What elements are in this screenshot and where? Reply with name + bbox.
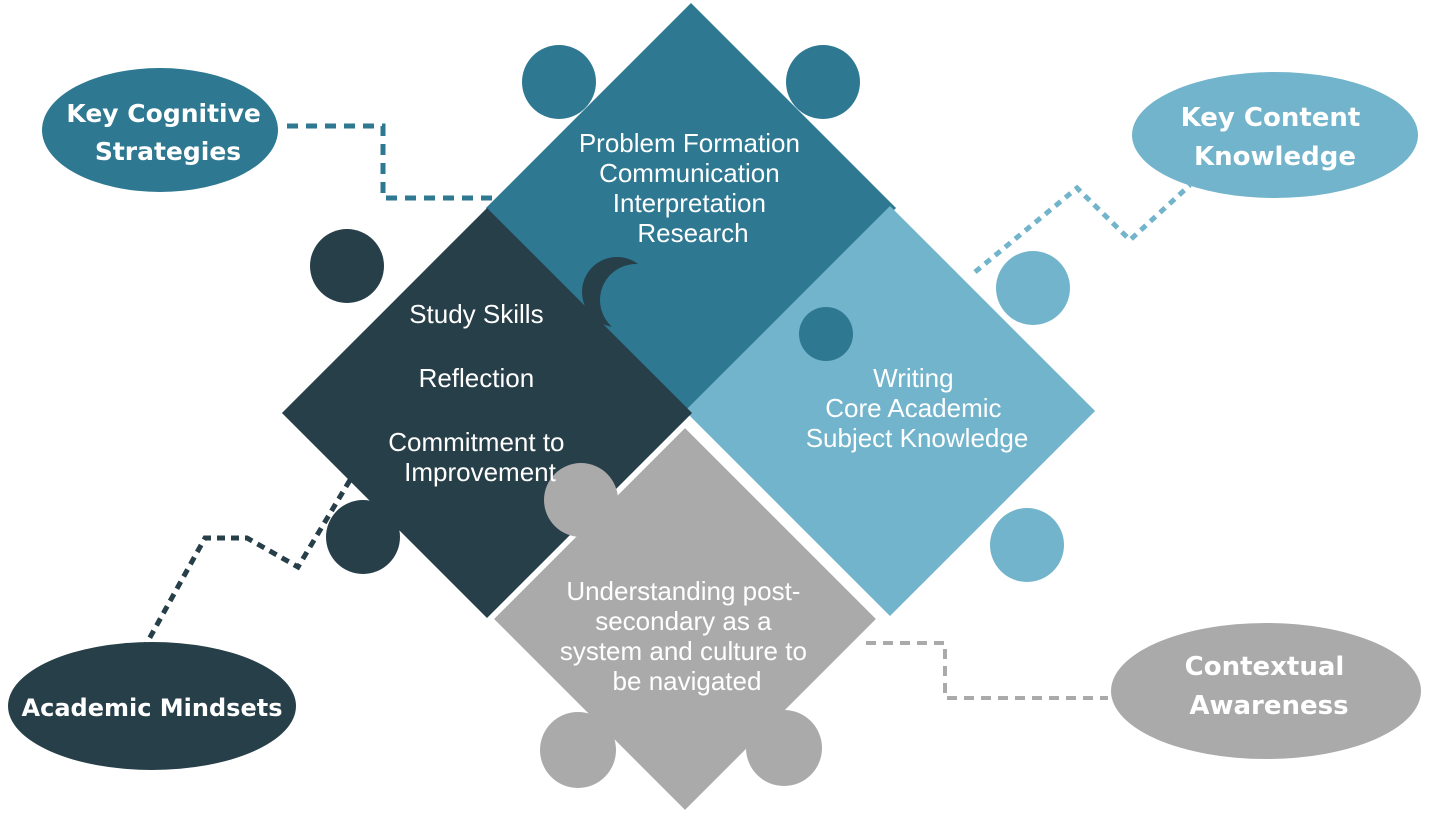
piece-cognitive-line-4: Research bbox=[637, 218, 748, 248]
callout-mindsets-text: Academic Mindsets bbox=[22, 694, 283, 722]
piece-contextual-text: Understanding post- secondary as a syste… bbox=[560, 576, 814, 696]
piece-contextual-line-2: secondary as a bbox=[595, 606, 772, 636]
connector-content bbox=[973, 183, 1192, 274]
piece-content-text: Writing Core Academic Subject Knowledge bbox=[806, 363, 1029, 453]
callout-cognitive-line-2: Strategies bbox=[95, 137, 241, 166]
callout-contextual-text: Contextual Awareness bbox=[1185, 652, 1354, 721]
piece-cognitive-text: Problem Formation Communication Interpre… bbox=[579, 128, 807, 248]
connector-contextual bbox=[866, 641, 1108, 700]
callout-content-text: Key Content Knowledge bbox=[1181, 103, 1370, 172]
piece-mindsets-line-3: Commitment to bbox=[388, 427, 564, 457]
piece-content-line-2: Core Academic bbox=[825, 393, 1001, 423]
piece-mindsets-text: Study Skills Reflection Commitment to Im… bbox=[388, 299, 572, 487]
piece-mindsets-line-1: Study Skills bbox=[409, 299, 543, 329]
piece-contextual-line-3: system and culture to bbox=[560, 636, 807, 666]
connector-mindsets bbox=[140, 478, 353, 652]
callout-mindsets-line-1: Academic Mindsets bbox=[22, 694, 283, 722]
callout-content-line-1: Key Content bbox=[1181, 103, 1361, 133]
callout-cognitive-text: Key Cognitive Strategies bbox=[66, 99, 269, 166]
puzzle-piece-contextual bbox=[494, 428, 876, 810]
callout-content-oval bbox=[1132, 72, 1418, 198]
connector-cognitive bbox=[287, 123, 497, 201]
callout-cognitive-line-1: Key Cognitive bbox=[66, 99, 260, 128]
piece-cognitive-line-1: Problem Formation bbox=[579, 128, 800, 158]
callout-contextual-line-2: Awareness bbox=[1189, 691, 1348, 721]
piece-contextual-line-4: be navigated bbox=[613, 666, 762, 696]
callout-cognitive-oval bbox=[42, 68, 278, 192]
callout-contextual-line-1: Contextual bbox=[1185, 652, 1345, 682]
piece-contextual-line-1: Understanding post- bbox=[566, 576, 800, 606]
piece-content-line-3: Subject Knowledge bbox=[806, 423, 1029, 453]
piece-content-line-1: Writing bbox=[873, 363, 953, 393]
piece-cognitive-line-2: Communication bbox=[599, 158, 780, 188]
callout-content-line-2: Knowledge bbox=[1194, 142, 1356, 172]
callout-mindsets-oval bbox=[8, 642, 296, 770]
piece-cognitive-line-3: Interpretation bbox=[613, 188, 766, 218]
piece-mindsets-line-2: Reflection bbox=[419, 363, 535, 393]
callout-contextual-oval bbox=[1111, 623, 1421, 759]
piece-mindsets-line-4: Improvement bbox=[404, 457, 556, 487]
